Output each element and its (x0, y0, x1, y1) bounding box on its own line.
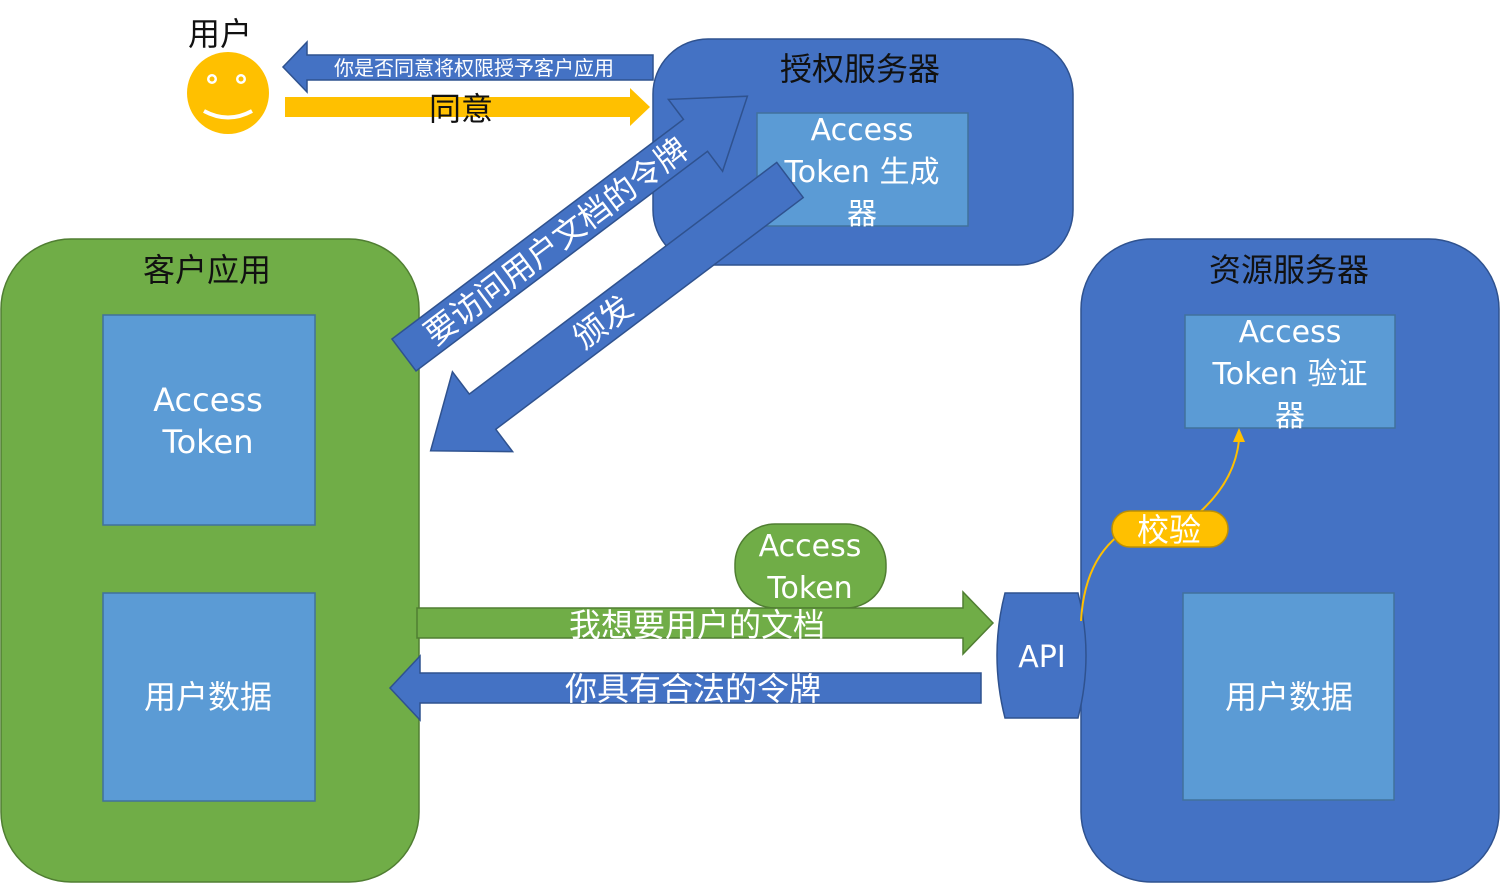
token-badge-line-1: Access (759, 529, 862, 564)
client-app: 客户应用 Access Token 用户数据 (0, 238, 420, 883)
client-app-title: 客户应用 (143, 251, 271, 289)
client-token-line-2: Token (161, 423, 253, 461)
token-badge-line-2: Token (766, 571, 852, 606)
consent-request-label: 你是否同意将权限授予客户应用 (334, 56, 614, 80)
verify-label: 校验 (1137, 511, 1201, 549)
user-label: 用户 (188, 15, 252, 53)
api-label: API (1018, 640, 1065, 675)
user: 用户 (187, 15, 269, 134)
request-docs-label: 我想要用户的文档 (569, 606, 825, 644)
client-user-data-label: 用户数据 (144, 678, 272, 716)
token-validator-line-3: 器 (1275, 399, 1305, 434)
consent-reply-label: 同意 (429, 90, 493, 128)
api-endpoint: API (996, 592, 1087, 719)
valid-token-reply-arrow: 你具有合法的令牌 (388, 654, 982, 722)
consent-reply-arrow: 同意 (285, 88, 650, 128)
resource-server: 资源服务器 Access Token 验证 器 用户数据 (1080, 238, 1500, 883)
request-docs-arrow: 我想要用户的文档 (416, 590, 995, 656)
consent-request-arrow: 你是否同意将权限授予客户应用 (281, 40, 654, 94)
client-token-box (102, 314, 316, 526)
auth-server-title: 授权服务器 (780, 50, 940, 88)
smiley-face-icon (187, 52, 269, 134)
client-user-data-box (102, 592, 316, 802)
arrowhead-icon (1233, 428, 1245, 442)
token-generator-line-2: Token 生成 (784, 155, 940, 190)
token-validator-line-1: Access (1239, 315, 1342, 350)
resource-server-title: 资源服务器 (1209, 251, 1369, 289)
token-validator-line-2: Token 验证 (1212, 357, 1368, 392)
token-validator-box (1184, 314, 1396, 429)
verify-connector: 校验 (1080, 428, 1245, 622)
request-token-label: 要访问用户文档的令牌 (417, 130, 695, 353)
client-token-line-1: Access (153, 381, 263, 419)
token-generator-box (756, 112, 969, 227)
resource-user-data-label: 用户数据 (1225, 678, 1353, 716)
token-generator-line-3: 器 (847, 197, 877, 232)
resource-user-data-box (1182, 592, 1395, 801)
verify-pill (1111, 510, 1229, 548)
valid-token-reply-label: 你具有合法的令牌 (565, 670, 821, 708)
token-generator-line-1: Access (811, 113, 914, 148)
issue-token-arrow: 颁发 (429, 161, 805, 453)
access-token-badge: Access Token (734, 523, 887, 609)
